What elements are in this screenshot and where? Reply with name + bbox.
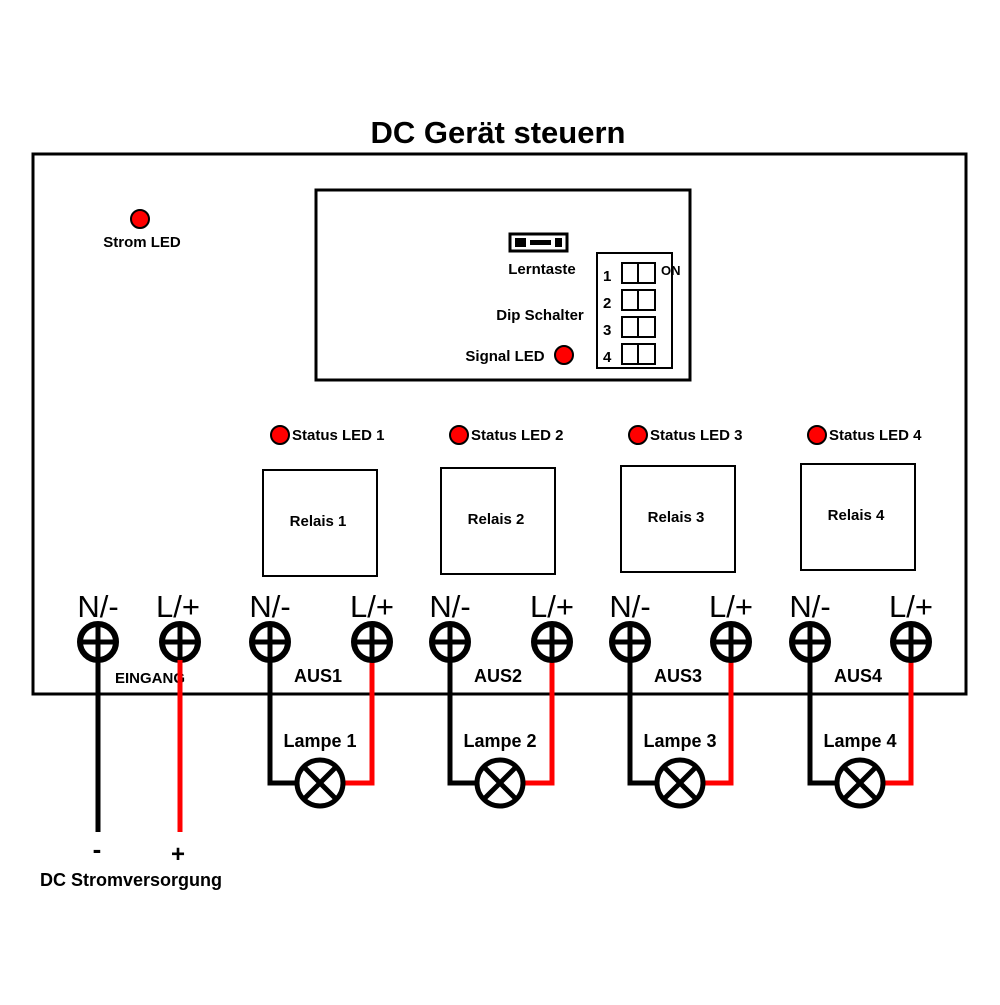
- terminal-neutral-1: [249, 621, 291, 663]
- relay-label-4: Relais 4: [828, 507, 885, 524]
- lamp-wire-negative-2: [447, 642, 476, 786]
- lamp-wire-positive-4: [884, 642, 914, 786]
- input-live-label: L/+: [156, 589, 200, 624]
- relay-2: [440, 467, 556, 575]
- diagram-title: DC Gerät steuern: [371, 115, 626, 150]
- lamp-wire-negative-3: [627, 642, 656, 786]
- learn-button: [508, 232, 569, 253]
- learn-button-label: Lerntaste: [508, 261, 576, 278]
- relay-4: [800, 463, 916, 571]
- supply-minus-sign: -: [93, 834, 102, 864]
- terminal-live-label-3: L/+: [709, 589, 753, 624]
- lamp-1: [294, 757, 346, 809]
- lamp-label-4: Lampe 4: [823, 731, 896, 751]
- status-led-label-1: Status LED 1: [292, 427, 385, 444]
- lamp-label-1: Lampe 1: [283, 731, 356, 751]
- terminal-neutral-4: [789, 621, 831, 663]
- lamp-2: [474, 757, 526, 809]
- dip-switches: 1 2 3 4: [603, 262, 656, 366]
- terminal-neutral-label-1: N/-: [249, 589, 290, 624]
- terminal-live-label-1: L/+: [350, 589, 394, 624]
- input-terminals: N/- L/+: [77, 589, 201, 663]
- terminal-live-3: [710, 621, 752, 663]
- lamp-label-2: Lampe 2: [463, 731, 536, 751]
- terminal-neutral-label-4: N/-: [789, 589, 830, 624]
- lamp-wire-positive-3: [704, 642, 734, 786]
- dip-number-1: 1: [603, 268, 611, 285]
- terminal-neutral-label-2: N/-: [429, 589, 470, 624]
- output-label-2: AUS2: [474, 666, 522, 686]
- terminal-neutral-label-3: N/-: [609, 589, 650, 624]
- output-label-4: AUS4: [834, 666, 882, 686]
- terminal-live-2: [531, 621, 573, 663]
- terminal-neutral-2: [429, 621, 471, 663]
- status-led-1: [270, 425, 290, 445]
- terminal-live-label-2: L/+: [530, 589, 574, 624]
- terminal-neutral-3: [609, 621, 651, 663]
- lamp-label-3: Lampe 3: [643, 731, 716, 751]
- status-led-3: [628, 425, 648, 445]
- status-led-label-3: Status LED 3: [650, 427, 743, 444]
- lamp-3: [654, 757, 706, 809]
- status-led-label-2: Status LED 2: [471, 427, 564, 444]
- main-board: [31, 152, 968, 696]
- output-label-3: AUS3: [654, 666, 702, 686]
- relay-label-3: Relais 3: [648, 509, 705, 526]
- status-led-4: [807, 425, 827, 445]
- relay-1: [262, 469, 378, 577]
- lamp-4: [834, 757, 886, 809]
- supply-label: DC Stromversorgung: [40, 870, 222, 890]
- status-led-2: [449, 425, 469, 445]
- status-led-label-4: Status LED 4: [829, 427, 922, 444]
- dip-switch-label: Dip Schalter: [496, 307, 584, 324]
- supply-plus-sign: +: [171, 841, 185, 868]
- input-label: EINGANG: [115, 670, 185, 687]
- lamp-wire-positive-2: [524, 642, 555, 786]
- relay-label-1: Relais 1: [290, 513, 347, 530]
- lamp-wire-negative-4: [807, 642, 836, 786]
- signal-led-label: Signal LED: [465, 348, 544, 365]
- relay-3: [620, 465, 736, 573]
- lamp-wire-negative-1: [267, 642, 296, 786]
- terminal-live-4: [890, 621, 932, 663]
- dip-number-3: 3: [603, 322, 611, 339]
- dip-on-label: ON: [661, 263, 681, 278]
- relay-label-2: Relais 2: [468, 511, 525, 528]
- signal-led: [554, 345, 574, 365]
- terminal-live-label-4: L/+: [889, 589, 933, 624]
- strom-led-label: Strom LED: [103, 234, 181, 251]
- input-neutral-label: N/-: [77, 589, 118, 624]
- terminal-live-1: [351, 621, 393, 663]
- input-terminal-neutral: [77, 621, 119, 663]
- dip-number-4: 4: [603, 349, 612, 366]
- controller-module: [314, 188, 692, 382]
- dip-switch-block: [596, 252, 673, 369]
- strom-led: [130, 209, 150, 229]
- lamp-wire-positive-1: [344, 642, 375, 786]
- input-terminal-live: [159, 621, 201, 663]
- output-label-1: AUS1: [294, 666, 342, 686]
- dip-number-2: 2: [603, 295, 611, 312]
